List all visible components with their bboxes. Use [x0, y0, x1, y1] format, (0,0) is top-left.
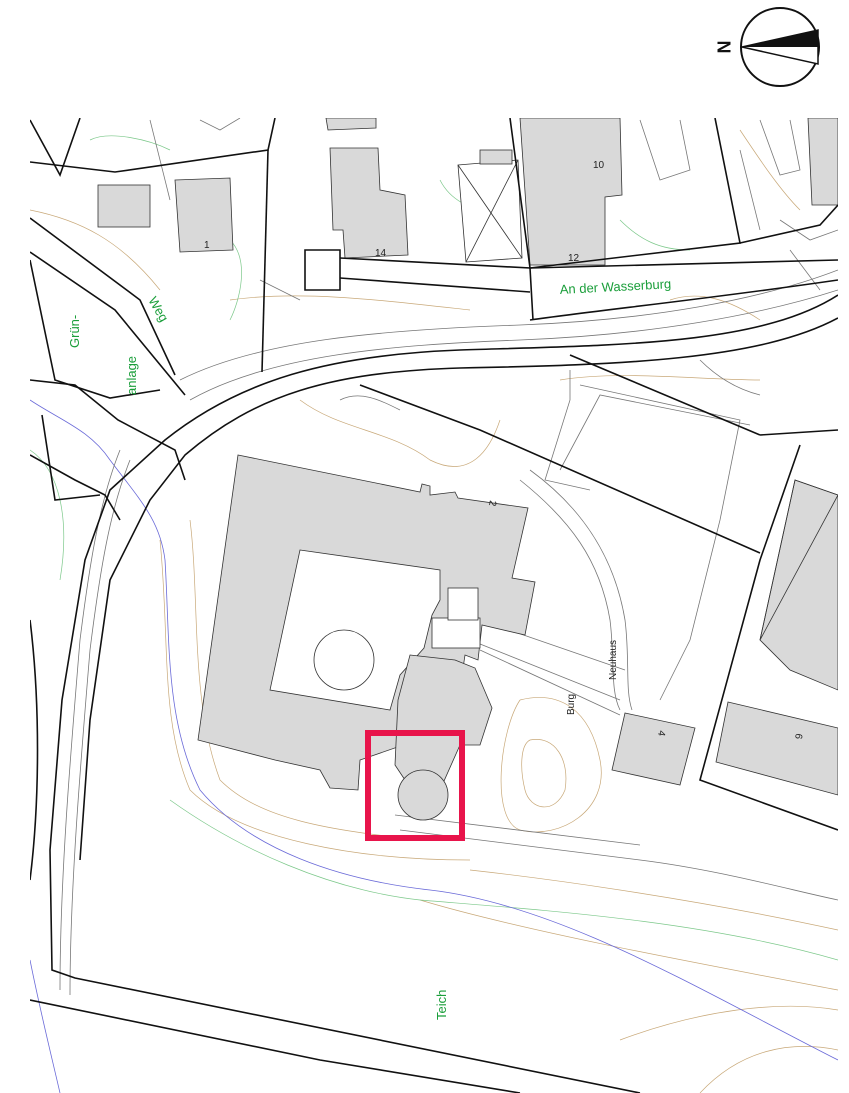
house-number-1: 1	[204, 240, 210, 251]
garage-outline	[457, 149, 523, 263]
street-label: An der Wasserburg	[559, 276, 671, 297]
north-letter: N	[713, 41, 733, 54]
contour-lines	[30, 129, 838, 1093]
house-number-6: 6	[792, 732, 804, 740]
buildings	[97, 118, 838, 821]
map-labels: An der Wasserburg Teich Weg Grün- anlage…	[67, 160, 804, 1020]
pond-label: Teich	[434, 990, 449, 1020]
house-number-4: 4	[655, 729, 667, 737]
house-number-10: 10	[593, 160, 605, 171]
path-label-neuhaus: Neuhaus	[608, 640, 619, 680]
path-label-burg: Burg	[566, 694, 577, 715]
green-area-label-gruen: Grün-	[67, 315, 82, 348]
path-lines	[59, 118, 838, 996]
house-number-14: 14	[375, 248, 387, 259]
highlight-marker	[365, 730, 465, 841]
north-arrow-icon: N	[713, 7, 820, 87]
house-number-12: 12	[568, 253, 580, 264]
parcel-boundaries	[30, 118, 838, 1093]
house-number-2: 2	[486, 499, 498, 507]
green-area-label-anlage: anlage	[124, 356, 139, 395]
